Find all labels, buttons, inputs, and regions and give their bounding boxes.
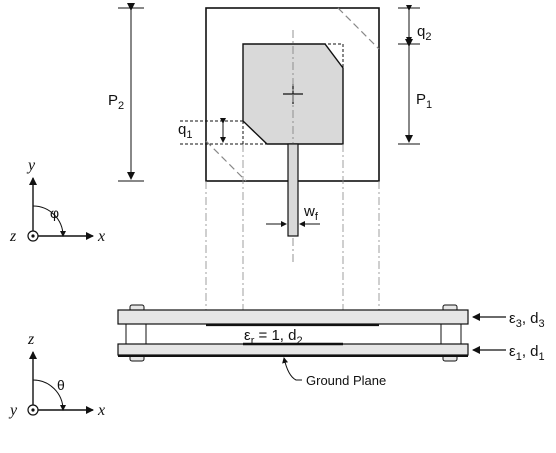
axis-bottom-z-label: z	[27, 331, 35, 348]
p1-label: P1	[416, 91, 432, 111]
axes-top	[27, 177, 94, 242]
axis-top-y-label: y	[26, 157, 36, 174]
p2-label: P2	[108, 92, 124, 112]
ground-plane-label: Ground Plane	[306, 373, 386, 388]
diagonal-bottom-left	[205, 140, 247, 182]
diagonal-top-right	[337, 7, 380, 50]
lower-substrate	[117, 343, 469, 356]
air-gap-label: εr = 1, d2	[244, 327, 303, 347]
axis-top-x-label: x	[97, 228, 105, 245]
q2-label: q2	[417, 23, 431, 43]
post-right	[440, 323, 462, 345]
dim-p2	[118, 3, 144, 182]
eps3-label: ε3, d3	[509, 310, 545, 330]
top-view: P2 P1 q2 q1	[108, 3, 432, 310]
side-view	[117, 304, 506, 381]
axis-bottom-y-label: y	[8, 402, 18, 419]
axis-bottom-x-label: x	[97, 402, 105, 419]
axis-top-angle-label: φ	[50, 205, 59, 221]
projection-lines	[205, 144, 380, 310]
axes-bottom	[27, 351, 94, 416]
upper-substrate	[117, 309, 469, 325]
wf-label: wf	[303, 203, 319, 223]
feed-line	[287, 143, 299, 237]
q1-label: q1	[178, 121, 192, 141]
dim-q2	[398, 5, 420, 43]
eps1-label: ε1, d1	[509, 343, 545, 363]
dim-q1	[180, 118, 243, 145]
post-left	[125, 323, 147, 345]
axis-bottom-angle-label: θ	[57, 377, 65, 393]
dim-p1	[398, 39, 420, 145]
ground-leader	[282, 357, 302, 381]
axis-top-z-label: z	[9, 228, 17, 245]
